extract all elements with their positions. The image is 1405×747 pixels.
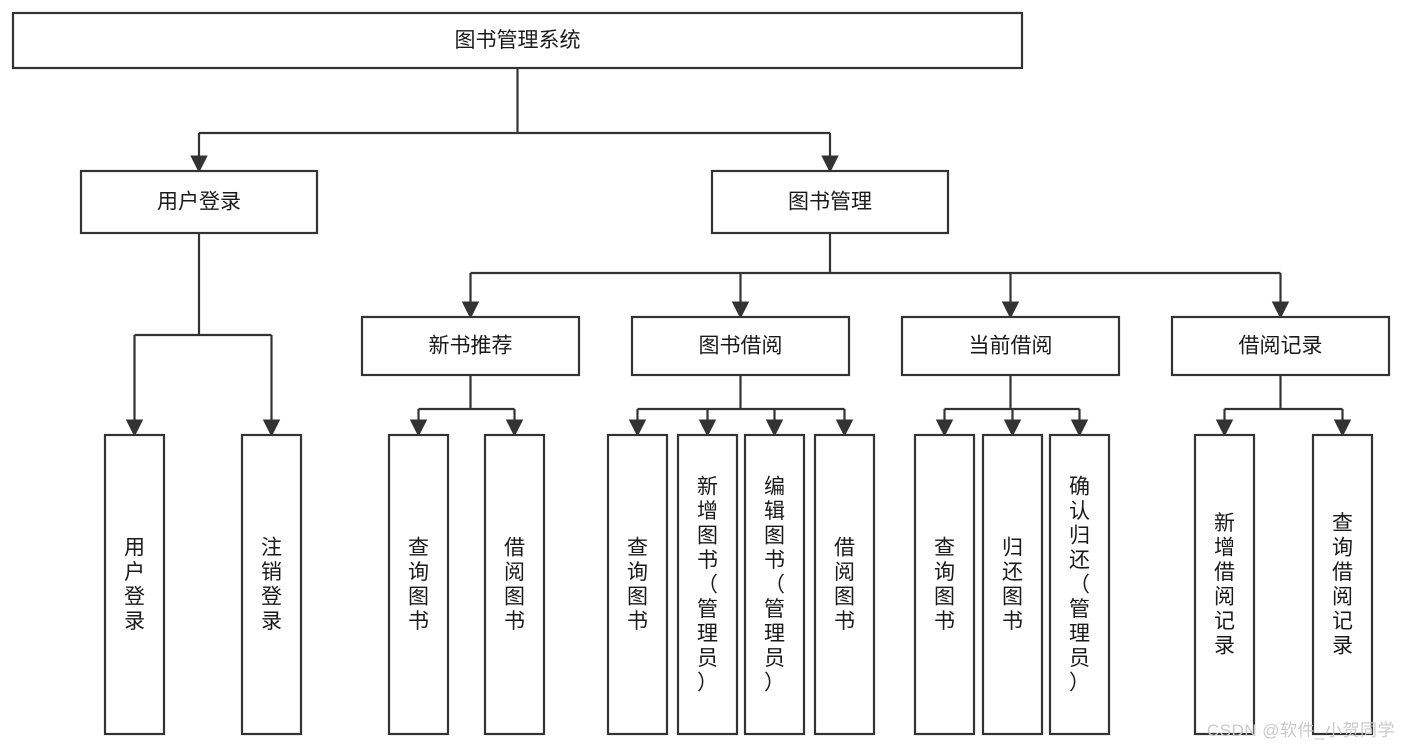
node-leaf-return-book[interactable]: 归还图书 — [981, 433, 1044, 736]
node-leaf-add-borrow-record[interactable]: 新增借阅记录 — [1193, 433, 1256, 736]
node-leaf-logout-login-label: 注销登录 — [261, 537, 282, 634]
node-leaf-borrow-book-1-rect[interactable] — [483, 433, 546, 736]
node-leaf-user-login-rect[interactable] — [103, 433, 166, 736]
node-leaf-query-book-1-rect[interactable] — [387, 433, 450, 736]
node-leaf-confirm-return-admin[interactable]: 确认归还（管理员） — [1048, 433, 1111, 736]
node-user-login-rect[interactable] — [79, 169, 319, 235]
node-book-borrow-label: 图书借阅 — [699, 335, 783, 358]
node-leaf-query-borrow-record[interactable]: 查询借阅记录 — [1311, 433, 1374, 736]
node-book-borrow[interactable]: 图书借阅 — [630, 315, 851, 377]
node-leaf-logout-login[interactable]: 注销登录 — [240, 433, 303, 736]
connectors-layer — [125, 68, 1352, 437]
node-new-book-recommend-label: 新书推荐 — [429, 335, 513, 358]
node-borrow-record[interactable]: 借阅记录 — [1170, 315, 1391, 377]
boxes-layer: 图书管理系统用户登录图书管理新书推荐图书借阅当前借阅借阅记录用户登录注销登录查询… — [11, 11, 1391, 736]
node-book-management[interactable]: 图书管理 — [710, 169, 950, 235]
node-book-borrow-rect[interactable] — [630, 315, 851, 377]
node-leaf-edit-book-admin-label: 编辑图书（管理员） — [764, 475, 785, 694]
node-root-book-management-system-label: 图书管理系统 — [455, 29, 581, 52]
csdn-watermark: CSDN @软件_小贺同学 — [1206, 721, 1395, 740]
node-leaf-edit-book-admin-rect[interactable] — [743, 433, 806, 736]
node-root-book-management-system-rect[interactable] — [11, 11, 1024, 70]
node-borrow-record-rect[interactable] — [1170, 315, 1391, 377]
node-leaf-query-book-1-label: 查询图书 — [408, 537, 429, 634]
node-current-borrow[interactable]: 当前借阅 — [900, 315, 1121, 377]
node-leaf-return-book-rect[interactable] — [981, 433, 1044, 736]
node-leaf-add-book-admin[interactable]: 新增图书（管理员） — [676, 433, 739, 736]
node-leaf-user-login-label: 用户登录 — [124, 537, 145, 634]
node-leaf-add-book-admin-rect[interactable] — [676, 433, 739, 736]
node-user-login-label: 用户登录 — [157, 191, 241, 214]
node-leaf-borrow-book-2[interactable]: 借阅图书 — [813, 433, 876, 736]
node-leaf-query-book-3-rect[interactable] — [913, 433, 976, 736]
node-leaf-query-book-3-label: 查询图书 — [934, 537, 955, 634]
node-leaf-query-book-2-label: 查询图书 — [627, 537, 648, 634]
node-leaf-query-borrow-record-rect[interactable] — [1311, 433, 1374, 736]
node-leaf-logout-login-rect[interactable] — [240, 433, 303, 736]
node-root-book-management-system[interactable]: 图书管理系统 — [11, 11, 1024, 70]
node-leaf-query-borrow-record-label: 查询借阅记录 — [1332, 512, 1353, 658]
node-current-borrow-label: 当前借阅 — [969, 335, 1053, 358]
node-current-borrow-rect[interactable] — [900, 315, 1121, 377]
node-new-book-recommend[interactable]: 新书推荐 — [360, 315, 581, 377]
node-leaf-query-book-3[interactable]: 查询图书 — [913, 433, 976, 736]
node-leaf-query-book-2[interactable]: 查询图书 — [606, 433, 669, 736]
node-book-management-rect[interactable] — [710, 169, 950, 235]
node-leaf-borrow-book-2-rect[interactable] — [813, 433, 876, 736]
node-leaf-query-book-2-rect[interactable] — [606, 433, 669, 736]
node-leaf-user-login[interactable]: 用户登录 — [103, 433, 166, 736]
node-leaf-borrow-book-1-label: 借阅图书 — [504, 537, 525, 634]
node-borrow-record-label: 借阅记录 — [1239, 335, 1323, 358]
node-leaf-confirm-return-admin-rect[interactable] — [1048, 433, 1111, 736]
node-leaf-borrow-book-1[interactable]: 借阅图书 — [483, 433, 546, 736]
node-leaf-edit-book-admin[interactable]: 编辑图书（管理员） — [743, 433, 806, 736]
node-leaf-return-book-label: 归还图书 — [1002, 537, 1023, 634]
node-book-management-label: 图书管理 — [788, 191, 872, 214]
node-new-book-recommend-rect[interactable] — [360, 315, 581, 377]
node-leaf-borrow-book-2-label: 借阅图书 — [834, 537, 855, 634]
node-leaf-confirm-return-admin-label: 确认归还（管理员） — [1069, 475, 1090, 694]
node-leaf-add-borrow-record-label: 新增借阅记录 — [1214, 512, 1235, 658]
node-leaf-query-book-1[interactable]: 查询图书 — [387, 433, 450, 736]
node-leaf-add-borrow-record-rect[interactable] — [1193, 433, 1256, 736]
node-user-login[interactable]: 用户登录 — [79, 169, 319, 235]
node-leaf-add-book-admin-label: 新增图书（管理员） — [697, 475, 718, 694]
